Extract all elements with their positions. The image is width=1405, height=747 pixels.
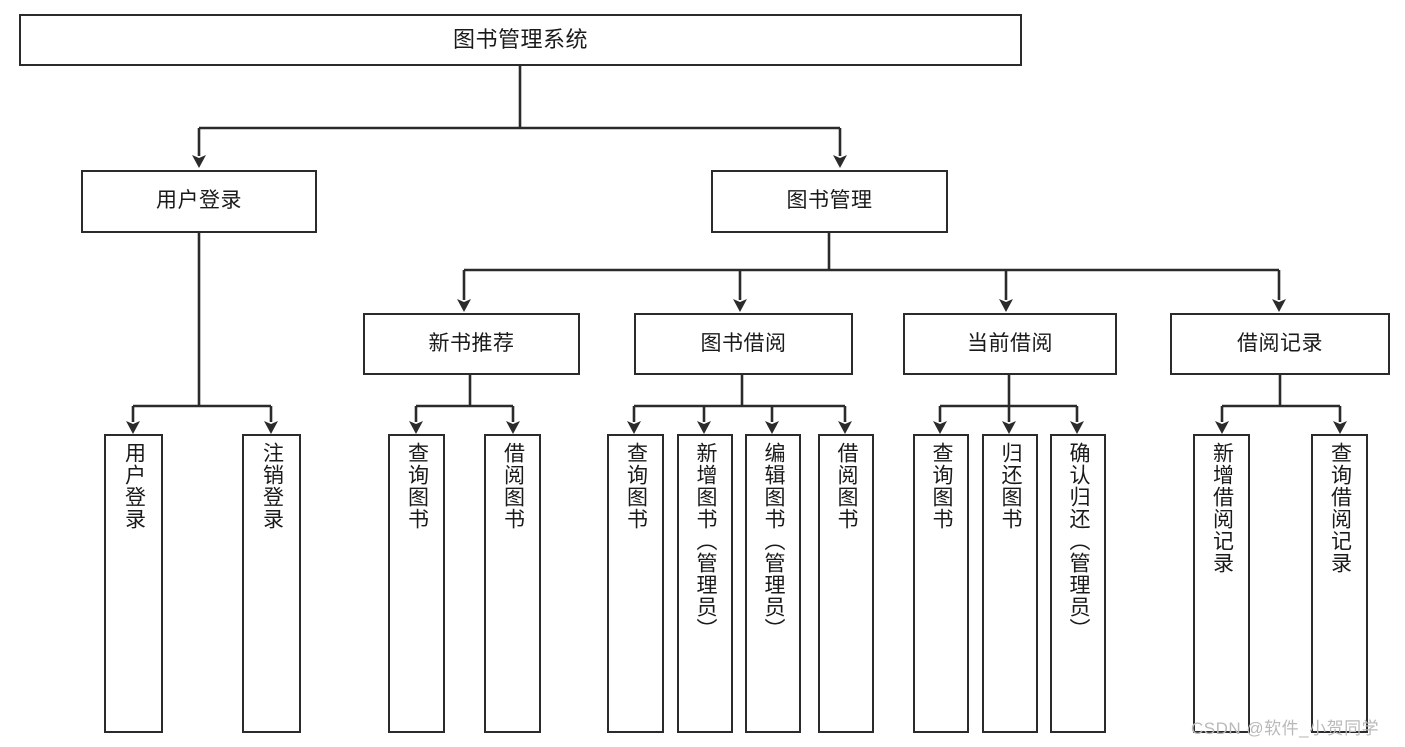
node-label: 借阅图书 <box>835 442 859 530</box>
node-book-management[interactable]: 图书管理 <box>711 170 948 233</box>
node-label: 新增图书（管理员） <box>694 442 718 640</box>
node-label: 当前借阅 <box>967 331 1053 355</box>
node-label: 查询图书 <box>624 442 648 530</box>
leaf-query-book-recommend[interactable]: 查询图书 <box>388 434 445 733</box>
leaf-add-borrow-record[interactable]: 新增借阅记录 <box>1193 434 1250 733</box>
node-borrow-record[interactable]: 借阅记录 <box>1170 313 1390 375</box>
leaf-confirm-return-admin[interactable]: 确认归还（管理员） <box>1050 434 1106 733</box>
leaf-logout[interactable]: 注销登录 <box>242 434 301 733</box>
node-book-borrow[interactable]: 图书借阅 <box>634 313 853 375</box>
node-label: 确认归还（管理员） <box>1067 442 1091 640</box>
node-label: 用户登录 <box>122 442 146 530</box>
node-label: 新书推荐 <box>428 331 515 355</box>
leaf-add-book-admin[interactable]: 新增图书（管理员） <box>677 434 733 733</box>
node-label: 图书管理 <box>786 189 873 213</box>
leaf-edit-book-admin[interactable]: 编辑图书（管理员） <box>745 434 801 733</box>
leaf-user-login[interactable]: 用户登录 <box>104 434 163 733</box>
leaf-return-book[interactable]: 归还图书 <box>982 434 1038 733</box>
node-label: 注销登录 <box>260 442 284 530</box>
node-label: 借阅图书 <box>501 442 525 530</box>
node-current-borrow[interactable]: 当前借阅 <box>903 313 1117 375</box>
node-label: 查询图书 <box>405 442 429 530</box>
leaf-borrow-book[interactable]: 借阅图书 <box>818 434 874 733</box>
node-label: 用户登录 <box>156 189 242 213</box>
node-label: 图书管理系统 <box>452 27 588 53</box>
node-label: 新增借阅记录 <box>1210 442 1234 574</box>
node-label: 编辑图书（管理员） <box>762 442 786 640</box>
leaf-query-borrow-record[interactable]: 查询借阅记录 <box>1311 434 1368 733</box>
leaf-query-book-borrow[interactable]: 查询图书 <box>607 434 664 733</box>
node-label: 图书借阅 <box>700 331 787 355</box>
node-root-book-management-system[interactable]: 图书管理系统 <box>19 14 1022 66</box>
node-label: 借阅记录 <box>1237 331 1323 355</box>
csdn-watermark: CSDN @软件_小贺同学 <box>1191 719 1380 738</box>
node-label: 查询借阅记录 <box>1328 442 1352 574</box>
node-label: 归还图书 <box>999 442 1023 530</box>
node-user-login[interactable]: 用户登录 <box>81 170 317 233</box>
leaf-borrow-book-recommend[interactable]: 借阅图书 <box>484 434 541 733</box>
leaf-query-book-current[interactable]: 查询图书 <box>913 434 969 733</box>
node-new-book-recommend[interactable]: 新书推荐 <box>363 313 580 375</box>
node-label: 查询图书 <box>930 442 954 530</box>
